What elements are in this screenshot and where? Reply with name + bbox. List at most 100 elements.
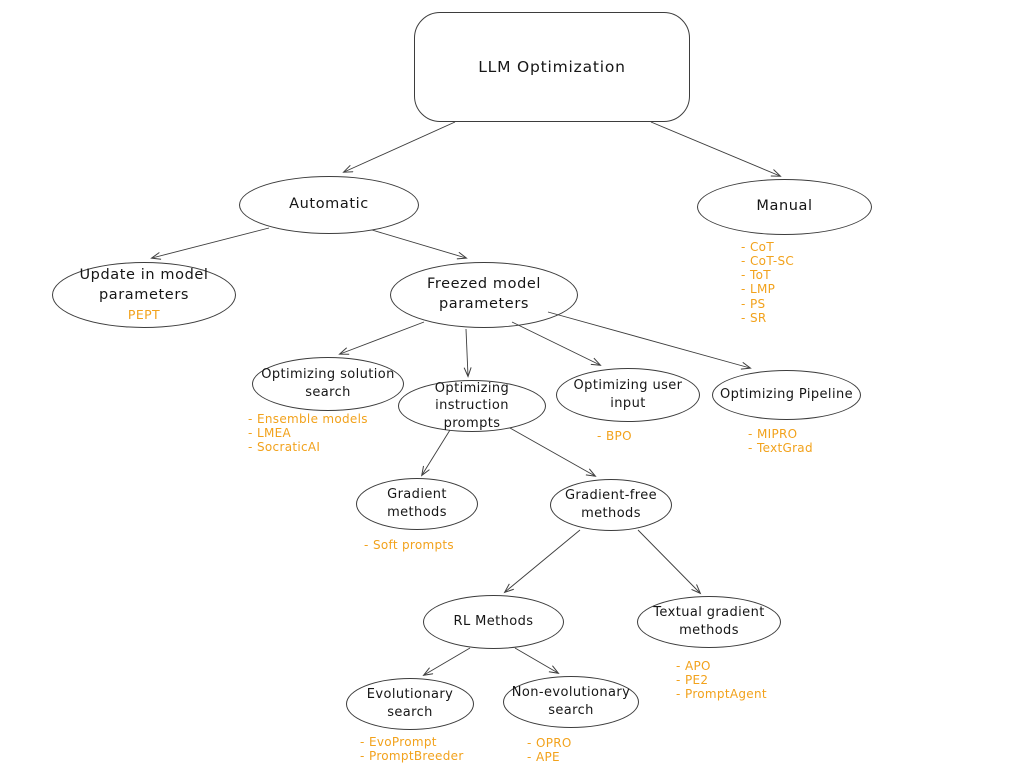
method-list-manual: -CoT-CoT-SC-ToT-LMP-PS-SR <box>741 240 794 325</box>
method-name: PE2 <box>685 673 709 688</box>
node-textual-grad[interactable]: Textual gradient methods <box>637 596 781 648</box>
method-name: LMP <box>750 282 776 297</box>
method-name: PromptAgent <box>685 687 767 702</box>
method-name: APE <box>536 750 560 765</box>
node-label-freezed: Freezed model parameters <box>426 276 542 312</box>
method-list-item: -PromptAgent <box>676 687 767 701</box>
list-dash-icon: - <box>741 310 746 325</box>
node-manual[interactable]: Manual <box>697 179 872 235</box>
method-name: TextGrad <box>757 441 813 456</box>
list-dash-icon: - <box>248 426 253 441</box>
list-dash-icon: - <box>676 659 681 673</box>
edge-root-to-manual <box>650 121 782 177</box>
method-name: MIPRO <box>757 427 798 441</box>
node-label-evolutionary: Evolutionary search <box>366 687 454 720</box>
method-list-item: -SR <box>741 311 794 325</box>
node-opt-user-input[interactable]: Optimizing user input <box>556 368 700 422</box>
method-list-item: -MIPRO <box>748 427 813 441</box>
list-dash-icon: - <box>741 268 746 283</box>
list-dash-icon: - <box>741 254 746 269</box>
edge-freezed-to-opt-user-input <box>511 321 602 366</box>
node-label-gradient-free: Gradient-free methods <box>564 488 658 521</box>
method-name: CoT-SC <box>750 254 795 269</box>
edge-gradient-free-to-rl-methods <box>503 529 581 594</box>
list-dash-icon: - <box>527 736 532 750</box>
node-label-opt-solution: Optimizing solution search <box>261 367 395 400</box>
method-list-item: -LMEA <box>248 426 368 440</box>
method-name: SocraticAI <box>257 440 321 455</box>
method-list-item: -TextGrad <box>748 441 813 455</box>
method-list-item: -APE <box>527 750 572 764</box>
list-dash-icon: - <box>676 687 681 702</box>
edge-rl-methods-to-non-evolutionary <box>514 647 560 674</box>
method-name: SR <box>750 310 767 325</box>
method-name: LMEA <box>257 426 292 441</box>
node-label-non-evolutionary: Non-evolutionary search <box>511 685 631 718</box>
node-label-opt-user-input: Optimizing user input <box>573 378 683 411</box>
list-dash-icon: - <box>248 440 253 455</box>
node-label-root: LLM Optimization <box>478 57 626 76</box>
method-list-item: -CoT <box>741 240 794 254</box>
node-automatic[interactable]: Automatic <box>239 176 419 234</box>
edge-automatic-to-update <box>150 227 270 260</box>
node-label-automatic: Automatic <box>289 196 369 213</box>
method-list-non-evolutionary: -OPRO-APE <box>527 736 572 764</box>
node-opt-instruction[interactable]: Optimizing instruction prompts <box>398 380 546 432</box>
node-label-opt-pipeline: Optimizing Pipeline <box>719 387 853 403</box>
list-dash-icon: - <box>741 240 746 254</box>
method-name: ToT <box>750 268 771 283</box>
node-root[interactable]: LLM Optimization <box>414 12 690 122</box>
method-list-opt-pipeline: -MIPRO-TextGrad <box>748 427 813 455</box>
node-gradient[interactable]: Gradient methods <box>356 478 478 530</box>
node-evolutionary[interactable]: Evolutionary search <box>346 678 474 730</box>
method-list-item: -PromptBreeder <box>360 749 464 763</box>
method-list-opt-user-input: -BPO <box>597 429 632 443</box>
edge-automatic-to-freezed <box>371 229 468 260</box>
edge-freezed-to-opt-instruction <box>463 328 472 378</box>
method-list-evolutionary: -EvoPrompt-PromptBreeder <box>360 735 464 763</box>
method-name: EvoPrompt <box>369 735 437 749</box>
method-list-item: -APO <box>676 659 767 673</box>
method-name: OPRO <box>536 736 572 750</box>
list-dash-icon: - <box>360 735 365 749</box>
list-dash-icon: - <box>248 412 253 426</box>
method-list-item: -PS <box>741 297 794 311</box>
method-list-opt-solution: -Ensemble models-LMEA-SocraticAI <box>248 412 368 454</box>
edge-root-to-automatic <box>342 121 456 173</box>
node-gradient-free[interactable]: Gradient-free methods <box>550 479 672 531</box>
method-list-item: -BPO <box>597 429 632 443</box>
node-non-evolutionary[interactable]: Non-evolutionary search <box>503 676 639 728</box>
list-dash-icon: - <box>676 673 681 688</box>
edge-freezed-to-opt-pipeline <box>547 311 752 370</box>
edge-opt-instruction-to-gradient <box>421 429 451 477</box>
method-list-item: -Ensemble models <box>248 412 368 426</box>
edge-opt-instruction-to-gradient-free <box>509 427 597 477</box>
edge-rl-methods-to-evolutionary <box>422 647 471 676</box>
edge-gradient-free-to-textual-grad <box>637 529 702 595</box>
method-name: CoT <box>750 240 774 254</box>
method-list-item: -ToT <box>741 268 794 282</box>
method-list-textual-grad: -APO-PE2-PromptAgent <box>676 659 767 701</box>
node-rl-methods[interactable]: RL Methods <box>423 595 564 649</box>
method-list-item: -CoT-SC <box>741 254 794 268</box>
list-dash-icon: - <box>748 441 753 456</box>
list-dash-icon: - <box>364 538 369 552</box>
node-opt-pipeline[interactable]: Optimizing Pipeline <box>712 370 861 420</box>
method-list-item: -Soft prompts <box>364 538 454 552</box>
node-label-textual-grad: Textual gradient methods <box>653 605 765 638</box>
node-opt-solution[interactable]: Optimizing solution search <box>252 357 404 411</box>
list-dash-icon: - <box>741 282 746 297</box>
list-dash-icon: - <box>597 429 602 443</box>
node-freezed[interactable]: Freezed model parameters <box>390 262 578 328</box>
list-dash-icon: - <box>748 427 753 441</box>
method-list-item: -LMP <box>741 282 794 296</box>
method-name: PromptBreeder <box>369 749 464 764</box>
method-list-item: -SocraticAI <box>248 440 368 454</box>
method-list-item: -OPRO <box>527 736 572 750</box>
method-list-item: -PE2 <box>676 673 767 687</box>
method-list-item: -EvoPrompt <box>360 735 464 749</box>
node-label-manual: Manual <box>756 198 813 215</box>
node-label-rl-methods: RL Methods <box>453 614 534 630</box>
node-label-opt-instruction: Optimizing instruction prompts <box>434 380 510 431</box>
